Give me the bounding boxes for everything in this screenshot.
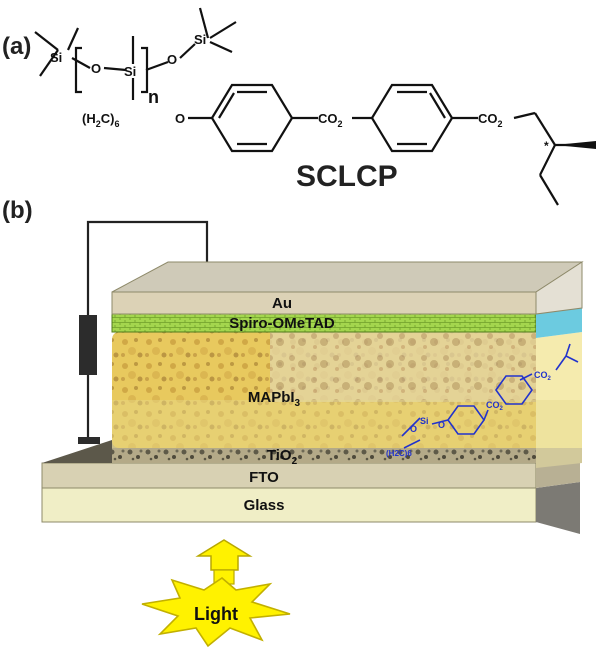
perovskite-layer bbox=[112, 332, 582, 448]
chiral-star: * bbox=[544, 139, 549, 153]
glass-layer bbox=[41, 482, 580, 534]
repeat-n-label: n bbox=[148, 87, 159, 107]
au-layer bbox=[111, 261, 584, 315]
overlay-si: Si bbox=[420, 416, 429, 426]
resistor bbox=[79, 315, 97, 375]
light-starburst bbox=[141, 576, 291, 648]
light-arrow bbox=[195, 539, 253, 585]
si-top-label: Si bbox=[194, 32, 206, 47]
overlay-o-chain: O bbox=[438, 420, 445, 430]
sclcp-overlay bbox=[401, 343, 579, 449]
si-left-label: Si bbox=[50, 50, 62, 65]
sclcp-structure bbox=[34, 7, 588, 206]
overlay-o-si: O bbox=[410, 424, 417, 434]
overlay-ester2: CO2 bbox=[534, 370, 552, 382]
o-left-label: O bbox=[91, 61, 101, 76]
fto-label: FTO bbox=[249, 469, 279, 486]
si-mid-label: Si bbox=[124, 64, 136, 79]
overlay-spacer: (H2C)6 bbox=[386, 449, 412, 458]
light-label: Light bbox=[194, 604, 238, 624]
panel-a-label: (a) bbox=[2, 33, 31, 60]
overlay-ester1: CO2 bbox=[486, 400, 504, 412]
glass-label: Glass bbox=[244, 497, 285, 514]
ester2-label: CO2 bbox=[478, 111, 503, 129]
o-right-label: O bbox=[167, 52, 177, 67]
compound-name: SCLCP bbox=[296, 160, 398, 193]
chiral-wedge bbox=[555, 141, 596, 149]
spiro-label: Spiro-OMeTAD bbox=[229, 315, 335, 332]
bottom-electrode-contact bbox=[78, 437, 100, 444]
perovskite-label: MAPbI3 bbox=[248, 389, 301, 409]
au-label: Au bbox=[272, 295, 292, 312]
ester1-label: CO2 bbox=[318, 111, 343, 129]
tio2-label: TiO2 bbox=[267, 447, 298, 467]
spacer-label: (H2C)6 bbox=[82, 111, 119, 129]
panel-b-label: (b) bbox=[2, 197, 33, 224]
o-chain-label: O bbox=[175, 111, 185, 126]
spiro-layer bbox=[111, 308, 582, 338]
